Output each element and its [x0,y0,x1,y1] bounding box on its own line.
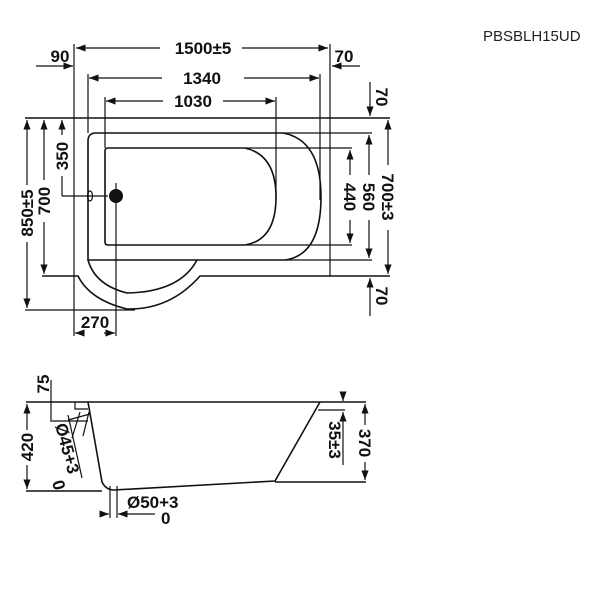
overflow-outlet [74,402,88,410]
dim-overflow-depth: 75 [34,375,53,394]
dim-rim-length: 1340 [183,69,221,88]
dim-drain-diameter: Ø50+3 [127,493,179,512]
overflow-pipe [67,413,91,421]
outline-bottom [42,275,390,310]
basin-outline [104,147,277,246]
overflow-icon [86,190,94,202]
dim-rim-width: 560 [359,183,378,211]
dim-basin-width: 440 [340,183,359,211]
dim-drain-from-end: 270 [81,313,109,332]
top-view: 1500±5 90 70 1340 1030 [18,39,397,337]
side-view: 75 420 Ø45+3 0 Ø50+3 0 35±3 370 [18,375,374,528]
dim-drain-tolerance: 0 [161,509,170,528]
dim-top-rim: 70 [372,88,391,107]
overflow-pipe [82,411,90,437]
dim-main-width-left: 700 [35,187,54,215]
dim-overflow-tolerance: 0 [48,478,69,492]
dim-bottom-rim: 70 [372,287,391,306]
dim-overall-length: 1500±5 [175,39,232,58]
dim-drain-offset: 350 [53,142,72,170]
model-code: PBSBLH15UD [483,28,581,45]
dim-total-height: 420 [18,433,37,461]
dim-overall-width: 850±5 [18,189,37,236]
rim-bulge [87,259,198,294]
overflow-pipe [71,411,81,439]
dim-overflow-diameter: Ø45+3 [51,421,83,476]
bath-profile [87,401,321,491]
dim-rim-thickness: 35±3 [325,421,344,459]
dim-leader [67,414,83,479]
dim-basin-length: 1030 [174,92,212,111]
dim-end-height: 370 [355,429,374,457]
dim-main-width-right: 700±3 [378,173,397,220]
dim-right-rim: 70 [335,47,354,66]
dim-left-rim: 90 [51,47,70,66]
